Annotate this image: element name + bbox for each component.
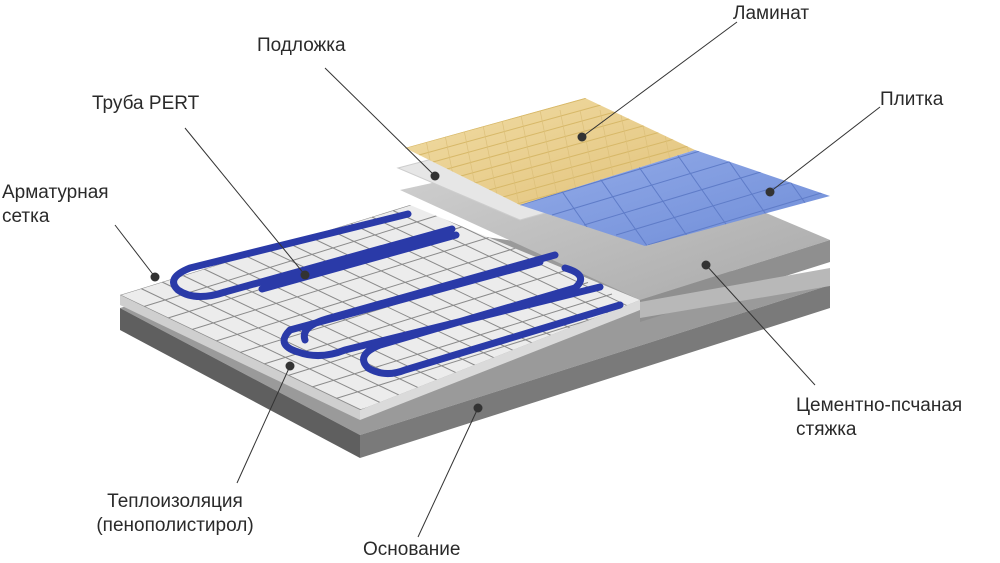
laminate-joint (519, 109, 541, 205)
dot-laminate (577, 132, 587, 142)
laminate-seam (446, 113, 648, 170)
mesh-line (263, 270, 565, 365)
laminate-joint (499, 109, 521, 205)
laminate-seam (418, 99, 620, 156)
tile-grout (647, 187, 830, 246)
dot-screed (701, 260, 711, 270)
label-mesh: Арматурная сетка (2, 182, 109, 227)
laminate-seam (474, 127, 676, 184)
laminate-joint (539, 109, 561, 205)
leader-underlay (324, 67, 436, 177)
tile-grout (551, 157, 743, 216)
leader-screed (705, 264, 816, 386)
mesh-line (215, 247, 517, 342)
mesh-line (182, 275, 444, 400)
leader-laminate (581, 21, 738, 138)
laminate-seam (432, 106, 634, 163)
mesh-line (335, 305, 637, 399)
dot-mesh (150, 272, 160, 282)
dot-tile (765, 187, 775, 197)
label-underlay: Подложка (257, 35, 346, 56)
mesh-line (672, 467, 972, 560)
mesh-line (503, 385, 640, 410)
mesh-line (191, 236, 493, 330)
label-screed: Цементно-псчаная стяжка (796, 395, 963, 440)
dot-base (473, 403, 483, 413)
leader-pipe (184, 127, 306, 276)
label-base: Основание (363, 539, 461, 560)
mesh-line (624, 444, 924, 537)
tile-grout (615, 177, 807, 236)
dot-underlay (430, 171, 440, 181)
laminate-seam (488, 134, 690, 191)
leader-tile (769, 106, 881, 193)
mesh-line (648, 455, 948, 548)
mesh-line (161, 281, 423, 407)
mesh-line (120, 294, 381, 410)
label-tile: Плитка (880, 89, 944, 110)
laminate-joint (479, 109, 501, 205)
label-insulation: Теплоизоляция (пенополистирол) (96, 491, 254, 536)
mesh-line (143, 213, 445, 307)
pert-pipe (170, 210, 624, 377)
mesh-line (0, 76, 156, 169)
mesh-line (600, 432, 900, 525)
mesh-line (203, 268, 465, 394)
tile-grout (699, 150, 771, 221)
leader-mesh (114, 224, 156, 278)
label-pipe: Труба PERT (92, 93, 200, 114)
leader-insulation (236, 365, 291, 484)
dot-pipe (300, 270, 310, 280)
mesh-line (527, 397, 640, 410)
tile-panel (520, 150, 830, 246)
tile-grout (520, 150, 711, 206)
laminate-seam (405, 98, 606, 149)
tile-grout (583, 167, 775, 226)
mesh-line (311, 293, 613, 388)
label-laminate: Ламинат (733, 3, 810, 24)
mesh-line (696, 478, 996, 563)
mesh-line (140, 288, 402, 410)
laminate-seam (502, 141, 695, 198)
leader-lines (114, 21, 881, 538)
marker-dots (150, 132, 775, 413)
tile-grout (659, 150, 731, 231)
dot-insulation (285, 361, 295, 371)
leader-base (417, 407, 479, 538)
laminate-seam (460, 120, 662, 177)
